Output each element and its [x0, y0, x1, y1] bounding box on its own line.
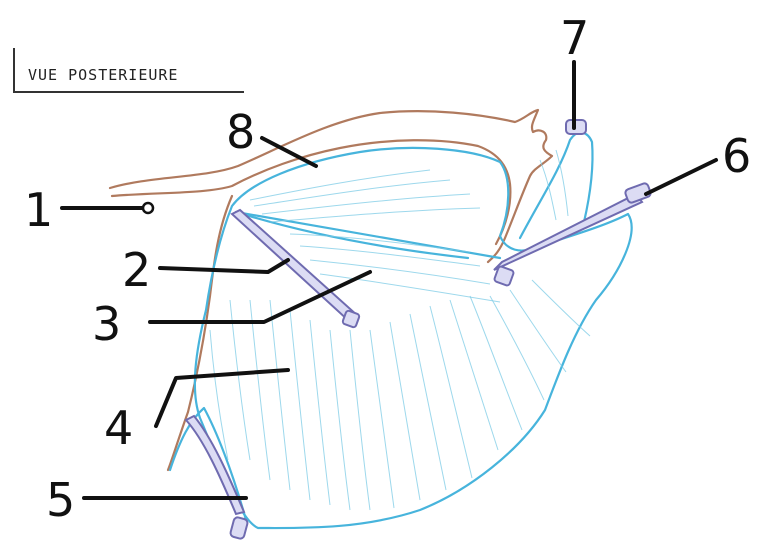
muscle-fibers [210, 150, 590, 510]
muscle-outline [170, 133, 632, 528]
label-4: 4 [104, 401, 133, 455]
leader-4 [156, 370, 288, 426]
leader-1-dot [143, 203, 153, 213]
leader-2 [160, 260, 288, 272]
label-7: 7 [560, 11, 589, 65]
label-6: 6 [722, 129, 751, 183]
label-5: 5 [46, 473, 75, 527]
bone-upper-edge [110, 110, 552, 262]
label-2: 2 [122, 243, 151, 297]
leader-lines [62, 62, 716, 498]
label-8: 8 [226, 105, 255, 159]
leader-6 [646, 160, 716, 194]
label-1: 1 [24, 183, 53, 237]
ligament-oblique-right [494, 194, 642, 270]
view-title-text: VUE POSTERIEURE [28, 66, 178, 84]
bone-lower-edge [112, 140, 510, 244]
label-3: 3 [92, 297, 121, 351]
view-title: VUE POSTERIEURE [14, 48, 244, 92]
ligament-node-bottom [230, 517, 249, 540]
